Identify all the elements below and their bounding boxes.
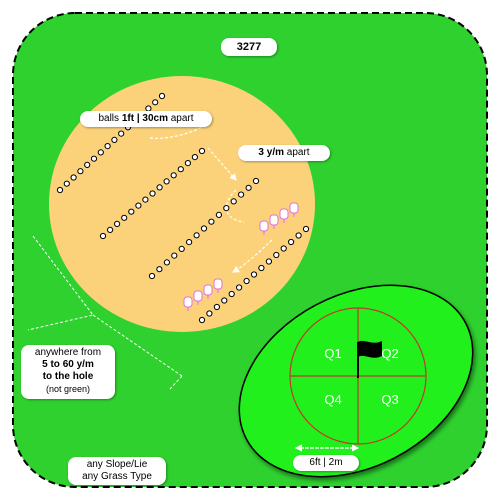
ball-icon	[245, 184, 252, 191]
ball-icon	[236, 284, 243, 291]
row-spacing-value: 3 y/m	[258, 147, 284, 158]
ball-icon	[252, 177, 260, 185]
tee-marker-icon	[203, 284, 213, 299]
ball-icon	[111, 136, 118, 143]
ball-spacing-suffix: apart	[167, 113, 194, 124]
ball-icon	[208, 218, 215, 225]
putting-green	[238, 284, 474, 478]
ball-icon	[128, 208, 135, 215]
ball-icon	[156, 266, 163, 273]
ball-icon	[97, 149, 104, 156]
ball-icon	[215, 211, 222, 218]
ball-icon	[121, 214, 128, 221]
ball-icon	[250, 271, 258, 278]
ball-icon	[243, 277, 250, 285]
ball-icon	[186, 239, 193, 246]
ball-icon	[99, 232, 107, 240]
target-width-value: 6ft | 2m	[309, 457, 343, 468]
ball-icon	[77, 168, 84, 175]
ball-icon	[56, 186, 64, 194]
ball-icon	[302, 225, 310, 233]
distance-label: anywhere from 5 to 60 y/m to the hole (n…	[21, 345, 115, 399]
ball-icon	[228, 290, 235, 298]
distance-line-4: (not green)	[45, 384, 91, 394]
row-spacing-label: 3 y/m apart	[238, 145, 330, 161]
ball-icon	[135, 202, 142, 209]
quadrant-q4: Q4	[324, 392, 341, 407]
target-width-label: 6ft | 2m	[293, 455, 359, 471]
quadrant-q3: Q3	[381, 392, 398, 407]
ball-rows	[56, 92, 310, 324]
distance-bracket	[27, 235, 183, 390]
drill-number-label: 3277	[221, 38, 277, 56]
row-spacing-suffix: apart	[284, 147, 310, 158]
ball-icon	[63, 180, 70, 187]
ball-spacing-value: 1ft | 30cm	[121, 113, 168, 124]
ball-icon	[191, 154, 198, 161]
tee-marker-icon	[259, 220, 269, 235]
ball-icon	[295, 232, 302, 239]
ball-icon	[163, 178, 170, 185]
ball-spacing-prefix: balls	[98, 113, 122, 124]
ball-icon	[170, 172, 177, 179]
ball-icon	[223, 205, 230, 212]
ball-icon	[171, 252, 178, 259]
ball-icon	[104, 143, 111, 150]
ball-icon	[156, 184, 163, 191]
quadrant-q2: Q2	[381, 346, 398, 361]
ball-spacing-label: balls 1ft | 30cm apart	[80, 111, 212, 127]
row-arrows	[149, 124, 273, 273]
lie-line-2: any Grass Type	[82, 471, 152, 482]
tee-marker-icon	[269, 214, 279, 229]
ball-icon	[221, 297, 228, 304]
ball-icon	[213, 303, 220, 311]
drill-number: 3277	[236, 41, 262, 53]
tee-marker-icon	[193, 290, 203, 305]
flag-icon	[357, 340, 382, 378]
ball-icon	[163, 259, 170, 266]
ball-icon	[265, 258, 272, 265]
ball-icon	[258, 264, 265, 272]
tee-markers-upper	[259, 202, 299, 235]
lie-label: any Slope/Lie any Grass Type	[68, 457, 166, 485]
ball-icon	[193, 232, 200, 239]
ball-icon	[152, 99, 159, 106]
tee-marker-icon	[289, 202, 299, 217]
ball-icon	[118, 130, 125, 137]
ball-icon	[177, 166, 184, 173]
tee-marker-icon	[279, 208, 289, 223]
ball-icon	[288, 238, 295, 246]
ball-icon	[149, 190, 156, 197]
ball-icon	[184, 160, 191, 167]
ball-icon	[148, 272, 156, 280]
tee-marker-icon	[213, 278, 223, 293]
ball-icon	[158, 92, 166, 100]
ball-icon	[107, 226, 114, 233]
distance-line-3: to the hole	[42, 371, 94, 382]
ball-icon	[198, 316, 206, 324]
distance-line-1: anywhere from	[34, 347, 102, 358]
ball-icon	[198, 147, 206, 155]
ball-icon	[206, 310, 213, 317]
ball-icon	[280, 245, 287, 252]
distance-line-2: 5 to 60 y/m	[42, 359, 94, 370]
lie-line-1: any Slope/Lie	[86, 459, 148, 470]
ball-icon	[230, 198, 237, 205]
ball-icon	[90, 155, 98, 162]
quadrant-q1: Q1	[324, 346, 341, 361]
ball-icon	[114, 220, 121, 227]
ball-icon	[84, 161, 91, 168]
tee-marker-icon	[183, 296, 193, 311]
tee-markers-lower	[183, 278, 223, 311]
ball-icon	[238, 191, 245, 198]
ball-icon	[142, 196, 149, 203]
ball-icon	[273, 251, 280, 259]
ball-icon	[70, 174, 77, 181]
ball-icon	[200, 225, 208, 232]
ball-icon	[178, 245, 185, 252]
